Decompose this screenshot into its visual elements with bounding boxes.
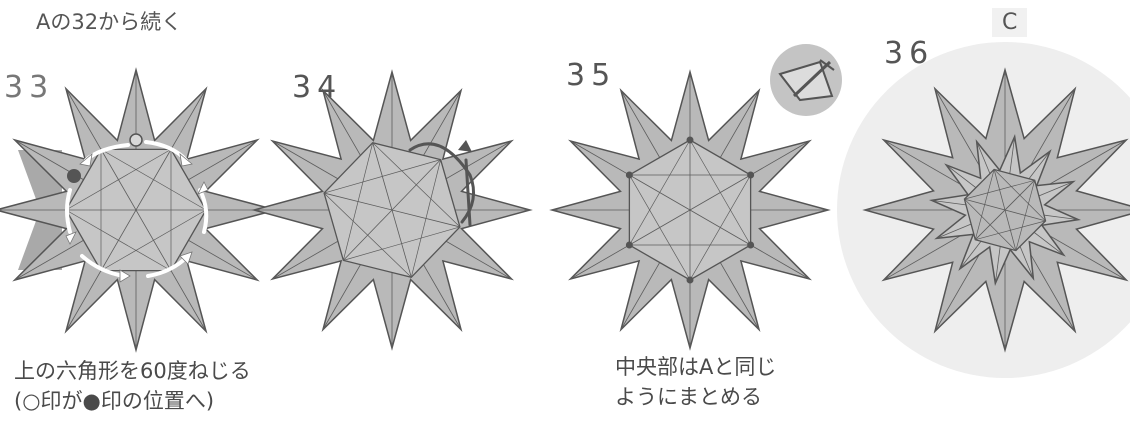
- step33-instruction: 上の六角形を60度ねじる (○印が●印の位置へ): [14, 356, 251, 416]
- step-number-34: 34: [292, 70, 342, 105]
- step-number-36: 36: [884, 36, 934, 71]
- step-number-35: 35: [566, 58, 616, 93]
- fold-arrowhead: [458, 140, 472, 152]
- step-number-33: 33: [4, 70, 54, 105]
- intro-text: Aの32から続く: [36, 6, 182, 36]
- step35-figure: [552, 72, 828, 348]
- step35-instruction-line2: ようにまとめる: [615, 382, 776, 412]
- section-label: C: [992, 8, 1027, 37]
- filled-circle-marker-icon: [67, 169, 81, 183]
- step35-instruction-line1: 中央部はAと同じ: [615, 352, 776, 382]
- step33-instruction-line2: (○印が●印の位置へ): [14, 386, 251, 416]
- step34-figure: [254, 72, 530, 348]
- open-circle-marker-icon: [130, 134, 142, 146]
- step35-instruction: 中央部はAと同じ ようにまとめる: [615, 352, 776, 412]
- step33-figure: [0, 70, 276, 350]
- step33-instruction-line1: 上の六角形を60度ねじる: [14, 356, 251, 386]
- detail-inset-icon: [770, 44, 842, 116]
